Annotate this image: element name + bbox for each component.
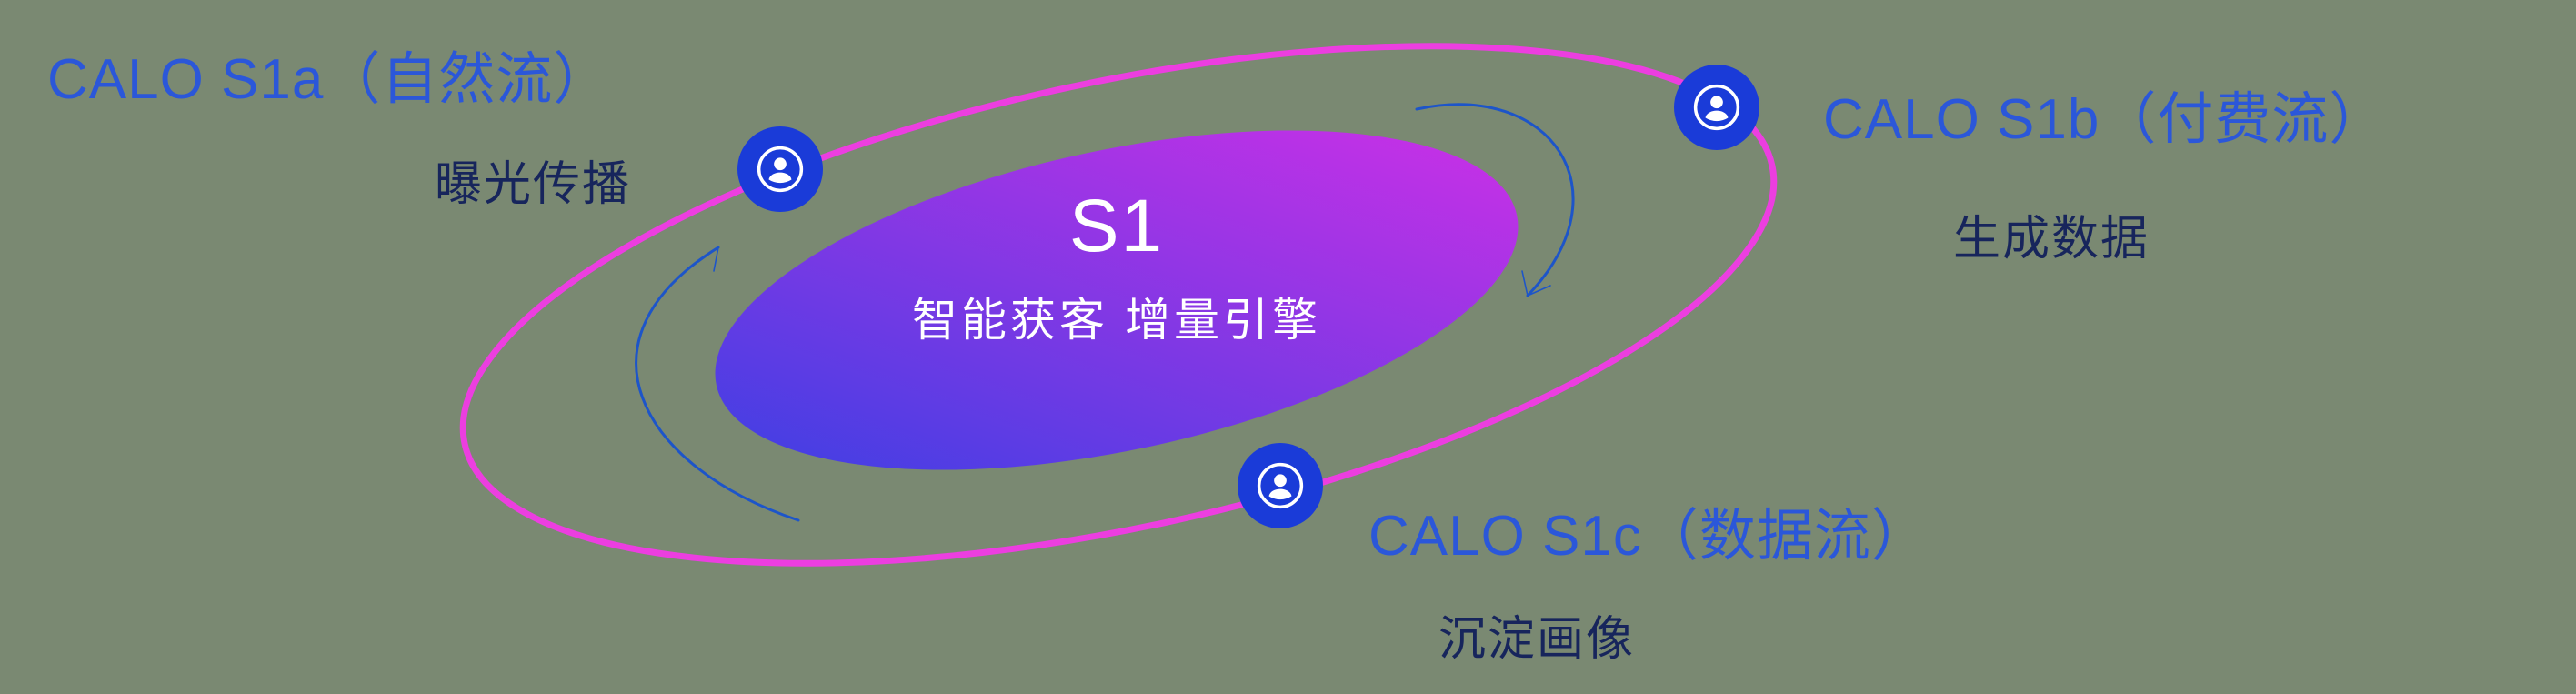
node-s1b xyxy=(1674,65,1759,150)
label-s1b: CALO S1b（付费流） xyxy=(1823,88,2387,151)
flow-arrow-right xyxy=(1415,103,1575,297)
flow-arrow-left-curve xyxy=(635,246,800,522)
flow-arrow-right-head xyxy=(1521,270,1551,297)
orbit-ring xyxy=(459,43,1778,567)
node-s1c xyxy=(1238,443,1323,528)
node-s1a xyxy=(737,126,823,212)
flow-arrow-left xyxy=(635,246,800,522)
core-title: S1 xyxy=(1068,185,1165,267)
flow-arrow-left-head xyxy=(697,246,719,272)
flow-arrow-right-curve xyxy=(1415,103,1575,297)
person-icon xyxy=(1693,84,1740,131)
core-ellipse xyxy=(715,130,1519,470)
sublabel-s1c: 沉淀画像 xyxy=(1438,613,1636,666)
core-subtitle: 智能获客 增量引擎 xyxy=(912,295,1321,346)
sublabel-s1a: 曝光传播 xyxy=(435,158,632,211)
sublabel-s1b: 生成数据 xyxy=(1953,213,2150,266)
person-icon xyxy=(1257,462,1304,509)
label-s1c: CALO S1c（数据流） xyxy=(1368,505,1929,568)
person-icon xyxy=(757,146,804,193)
label-s1a: CALO S1a（自然流） xyxy=(47,48,611,111)
core-text: S1 智能获客 增量引擎 xyxy=(753,189,1480,349)
